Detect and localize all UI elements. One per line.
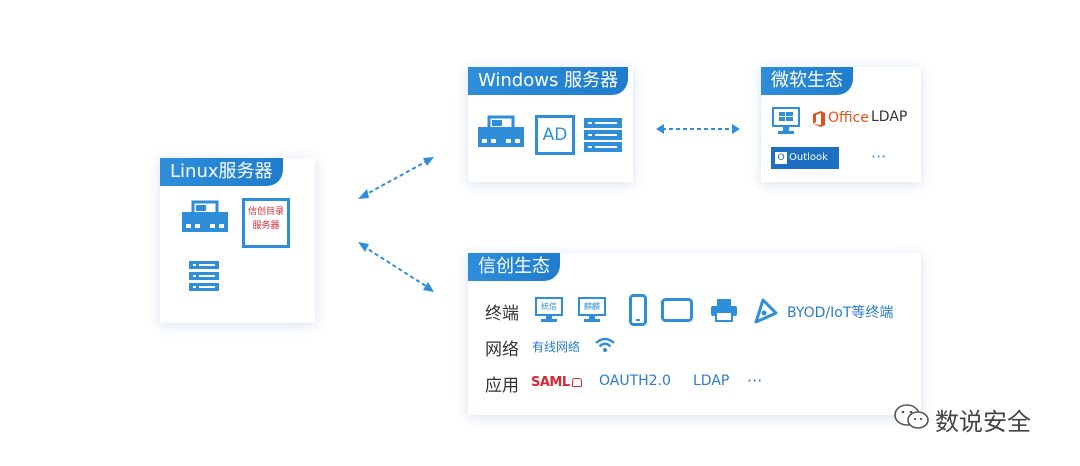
windows-microsoft-arrow xyxy=(656,124,740,134)
directory-server-box: 信创目录 服务器 xyxy=(242,198,290,248)
xinchuang-ecosystem-card: 信创生态 终端 统信 麒麟 BYOD/IoT等终端 网络 有线网络 应用 xyxy=(468,253,921,415)
ad-box: AD xyxy=(535,115,575,155)
saml-lock-icon xyxy=(571,378,582,387)
microsoft-ecosystem-title: 微软生态 xyxy=(761,67,853,95)
kylin-terminal-icon xyxy=(578,297,606,322)
watermark-text: 数说安全 xyxy=(935,408,1031,436)
printer-icon xyxy=(711,299,737,322)
kylin-label: 麒麟 xyxy=(584,302,600,311)
outlook-icon: O xyxy=(775,152,787,164)
wired-network-label: 有线网络 xyxy=(532,340,581,354)
application-row-label: 应用 xyxy=(485,376,519,396)
linux-windows-arrow xyxy=(358,157,434,199)
saml-logo: SAML xyxy=(531,375,582,390)
linux-xinchuang-arrow xyxy=(358,242,434,292)
saml-label: SAML xyxy=(531,375,570,390)
xinchuang-ecosystem-title: 信创生态 xyxy=(468,253,560,281)
wechat-icon xyxy=(894,404,929,429)
ldap-label: LDAP xyxy=(871,109,908,125)
directory-server-label-1: 信创目录 xyxy=(247,207,284,217)
server-machine-icon xyxy=(182,200,228,232)
linux-server-card: Linux服务器 信创目录 服务器 xyxy=(160,158,315,323)
app-more-icon: ··· xyxy=(747,371,763,390)
rack-server-icon xyxy=(189,261,219,291)
iot-device-icon xyxy=(754,298,778,324)
uos-label: 统信 xyxy=(541,302,557,311)
terminal-row-label: 终端 xyxy=(485,304,519,324)
oauth-label: OAUTH2.0 xyxy=(599,373,671,389)
office-label: Office xyxy=(828,110,869,126)
uos-terminal-icon xyxy=(535,297,563,322)
office-logo-icon xyxy=(813,111,825,127)
ad-label: AD xyxy=(542,125,568,145)
windows-monitor-icon xyxy=(772,107,800,134)
windows-server-title: Windows 服务器 xyxy=(468,67,629,95)
phone-icon xyxy=(629,294,647,326)
server-machine-icon xyxy=(478,115,524,147)
byod-iot-label: BYOD/IoT等终端 xyxy=(787,305,894,321)
directory-server-label-2: 服务器 xyxy=(252,221,280,231)
tablet-icon xyxy=(661,298,693,322)
windows-server-card: Windows 服务器 AD xyxy=(468,67,633,182)
wifi-icon xyxy=(595,337,615,352)
outlook-label: Outlook xyxy=(789,152,828,163)
linux-server-title: Linux服务器 xyxy=(160,158,283,186)
network-row-label: 网络 xyxy=(485,340,519,360)
app-ldap-label: LDAP xyxy=(693,373,730,389)
rack-server-icon xyxy=(584,118,622,152)
more-icon: ··· xyxy=(871,147,887,166)
